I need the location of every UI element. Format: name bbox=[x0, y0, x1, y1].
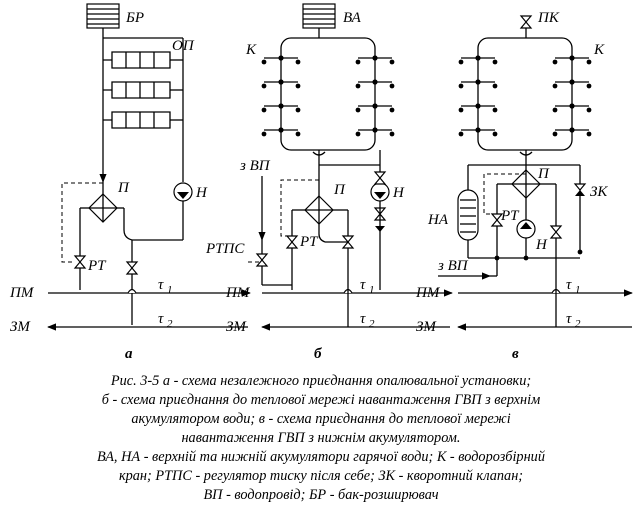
tau2-symbol: τ bbox=[566, 311, 572, 327]
tank-label: ВА bbox=[343, 10, 362, 26]
water-taps bbox=[278, 55, 378, 133]
caption-line-3: акумулятором води; в - схема приєднання … bbox=[131, 411, 510, 427]
return-main-label: ЗМ bbox=[226, 319, 247, 335]
pump-label: Н bbox=[535, 237, 548, 253]
top-valve-label: ПК bbox=[537, 10, 560, 26]
tau2-symbol: τ bbox=[158, 311, 164, 327]
pressure-regulator-label: РТПС bbox=[205, 241, 245, 257]
water-taps bbox=[458, 55, 592, 137]
heat-exchanger-b bbox=[304, 195, 334, 225]
diagram-b: ВА К Н bbox=[205, 3, 453, 362]
tau2-subscript: 2 bbox=[575, 318, 581, 330]
return-main-label: ЗМ bbox=[416, 319, 437, 335]
tau1-subscript: 1 bbox=[167, 284, 173, 296]
heat-exchanger-label: П bbox=[537, 166, 550, 182]
caption-line-2: б - схема приєднання до теплової мережі … bbox=[102, 392, 540, 408]
supply-main-label: ПМ bbox=[225, 285, 251, 301]
valve-a bbox=[125, 261, 139, 275]
heat-exchanger-a bbox=[88, 193, 118, 223]
tank-label: БР bbox=[125, 10, 144, 26]
tau2-subscript: 2 bbox=[369, 318, 375, 330]
radiators bbox=[103, 51, 171, 129]
tau1-symbol: τ bbox=[566, 277, 572, 293]
pump-a bbox=[173, 182, 193, 202]
lower-accumulator bbox=[457, 189, 479, 241]
caption-line-5: ВА, НА - верхній та нижній акумулятори г… bbox=[97, 449, 545, 465]
figure-caption: Рис. 3-5 а - схема незалежного приєднанн… bbox=[97, 373, 545, 503]
pump-c bbox=[516, 219, 536, 239]
tap-label: К bbox=[245, 42, 257, 58]
caption-line-1: Рис. 3-5 а - схема незалежного приєднанн… bbox=[110, 373, 531, 389]
caption-line-7: ВП - водопровід; БР - бак-розширювач bbox=[203, 487, 438, 503]
panel-letter-c: в bbox=[512, 346, 519, 362]
regulator-label: РТ bbox=[87, 258, 107, 274]
heat-exchanger-label: П bbox=[117, 180, 130, 196]
regulator-label: РТ bbox=[299, 234, 319, 250]
tau2-symbol: τ bbox=[360, 311, 366, 327]
heat-exchanger-label: П bbox=[333, 182, 346, 198]
tap-network bbox=[280, 37, 376, 151]
top-valve bbox=[519, 15, 533, 29]
tau1-symbol: τ bbox=[360, 277, 366, 293]
panel-letter-b: б bbox=[314, 346, 322, 362]
tap-network bbox=[477, 37, 573, 151]
accumulator-label: НА bbox=[427, 212, 449, 228]
regulator-valve-c bbox=[490, 213, 504, 227]
pump-label: Н bbox=[392, 185, 405, 201]
check-valve-label: ЗК bbox=[590, 184, 608, 200]
regulator-label: РТ bbox=[500, 208, 520, 224]
diagram-c: ПК К НА bbox=[415, 10, 633, 362]
supply-main-label: ПМ bbox=[415, 285, 441, 301]
check-valve bbox=[573, 183, 587, 196]
cold-water-label: з ВП bbox=[239, 158, 271, 174]
pump-label: Н bbox=[195, 185, 208, 201]
regulator-valve-a bbox=[73, 255, 87, 269]
tau1-subscript: 1 bbox=[575, 284, 581, 296]
panel-letter-a: а bbox=[125, 346, 133, 362]
upper-accumulator-tank bbox=[302, 3, 336, 29]
caption-line-4: навантаження ГВП з нижнім акумулятором. bbox=[181, 430, 460, 446]
pump-b bbox=[370, 182, 390, 202]
supply-main-label: ПМ bbox=[9, 285, 35, 301]
tap-label: К bbox=[593, 42, 605, 58]
cold-water-label: з ВП bbox=[437, 258, 469, 274]
return-main-label: ЗМ bbox=[10, 319, 31, 335]
tau1-symbol: τ bbox=[158, 277, 164, 293]
caption-line-6: кран; РТПС - регулятор тиску після себе;… bbox=[119, 468, 523, 484]
tau2-subscript: 2 bbox=[167, 318, 173, 330]
tau1-subscript: 1 bbox=[369, 284, 375, 296]
regulator-valve-b bbox=[285, 235, 299, 249]
diagram-a: БР ОП Н П bbox=[9, 3, 251, 362]
expansion-tank bbox=[86, 3, 120, 29]
